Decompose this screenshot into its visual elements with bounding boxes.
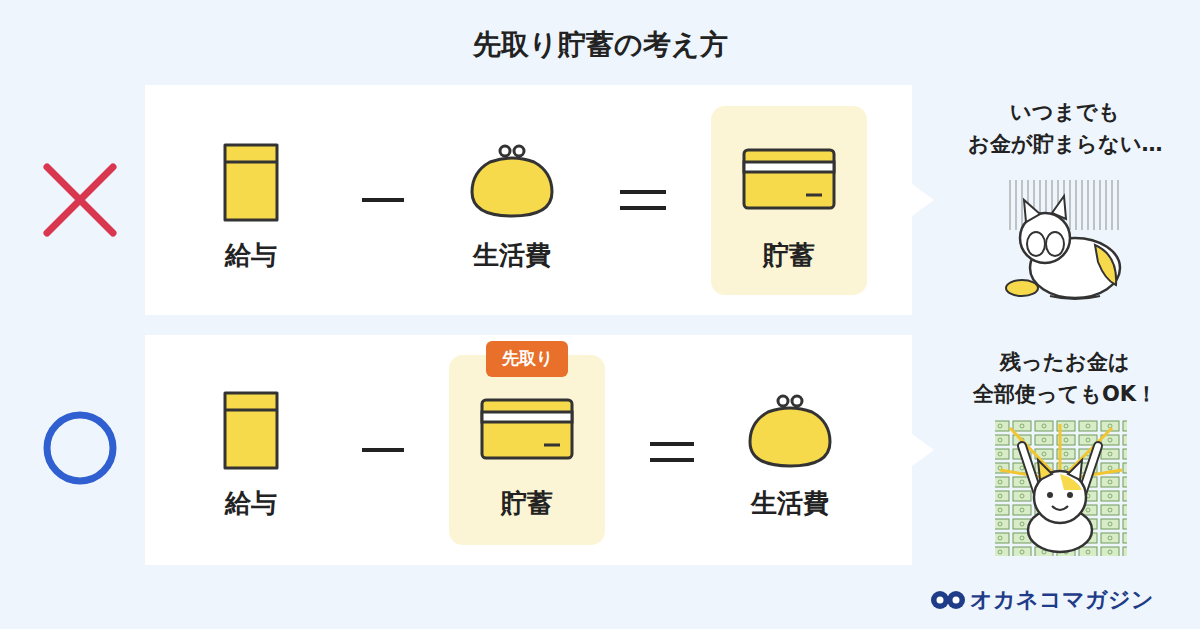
cat-illustration (995, 420, 1127, 556)
highlight-box (711, 106, 867, 295)
cross-mark (47, 167, 113, 233)
badge (486, 341, 568, 377)
card-icon (744, 150, 834, 208)
node-text: 先取り (502, 348, 553, 369)
highlight-box (449, 355, 605, 545)
node-text: 生活費 (473, 239, 551, 272)
purse-icon (472, 146, 552, 216)
badge: 先取り (486, 341, 568, 377)
note-text: いつまでも お金が貯まらない… (940, 97, 1190, 160)
title-text: 先取り貯蓄の考え方 (473, 27, 728, 62)
node-text: 給与 (225, 239, 277, 272)
speech-pointer (912, 184, 934, 216)
speech-pointer (912, 434, 934, 466)
cat-illustration (1005, 180, 1120, 299)
highlight-box: 貯蓄 (711, 106, 867, 295)
logo-text: オカネコマガジン (970, 586, 1154, 614)
row-panel: 給与 生活費 貯蓄 (145, 85, 912, 315)
node-text: 貯蓄 (763, 239, 815, 272)
purse-icon (750, 396, 830, 466)
row-panel: 給与生活費貯蓄先取り (145, 335, 912, 565)
row-panel (145, 335, 912, 565)
minus-sign (362, 448, 404, 452)
node-text: 貯蓄 (501, 487, 553, 520)
row-panel (145, 85, 912, 315)
equals-sign (620, 192, 666, 208)
note-text: 残ったお金は 全部使ってもOK！ (940, 347, 1190, 410)
node-text: 生活費 (751, 487, 829, 520)
envelope-icon (225, 393, 277, 468)
highlight-box: 貯蓄先取り (449, 355, 605, 545)
logo-mark (931, 591, 965, 609)
circle-mark (47, 415, 113, 481)
minus-sign (362, 198, 404, 202)
envelope-icon (225, 145, 277, 220)
equals-sign (650, 444, 694, 460)
card-icon (482, 400, 572, 458)
node-text: 給与 (225, 487, 277, 520)
